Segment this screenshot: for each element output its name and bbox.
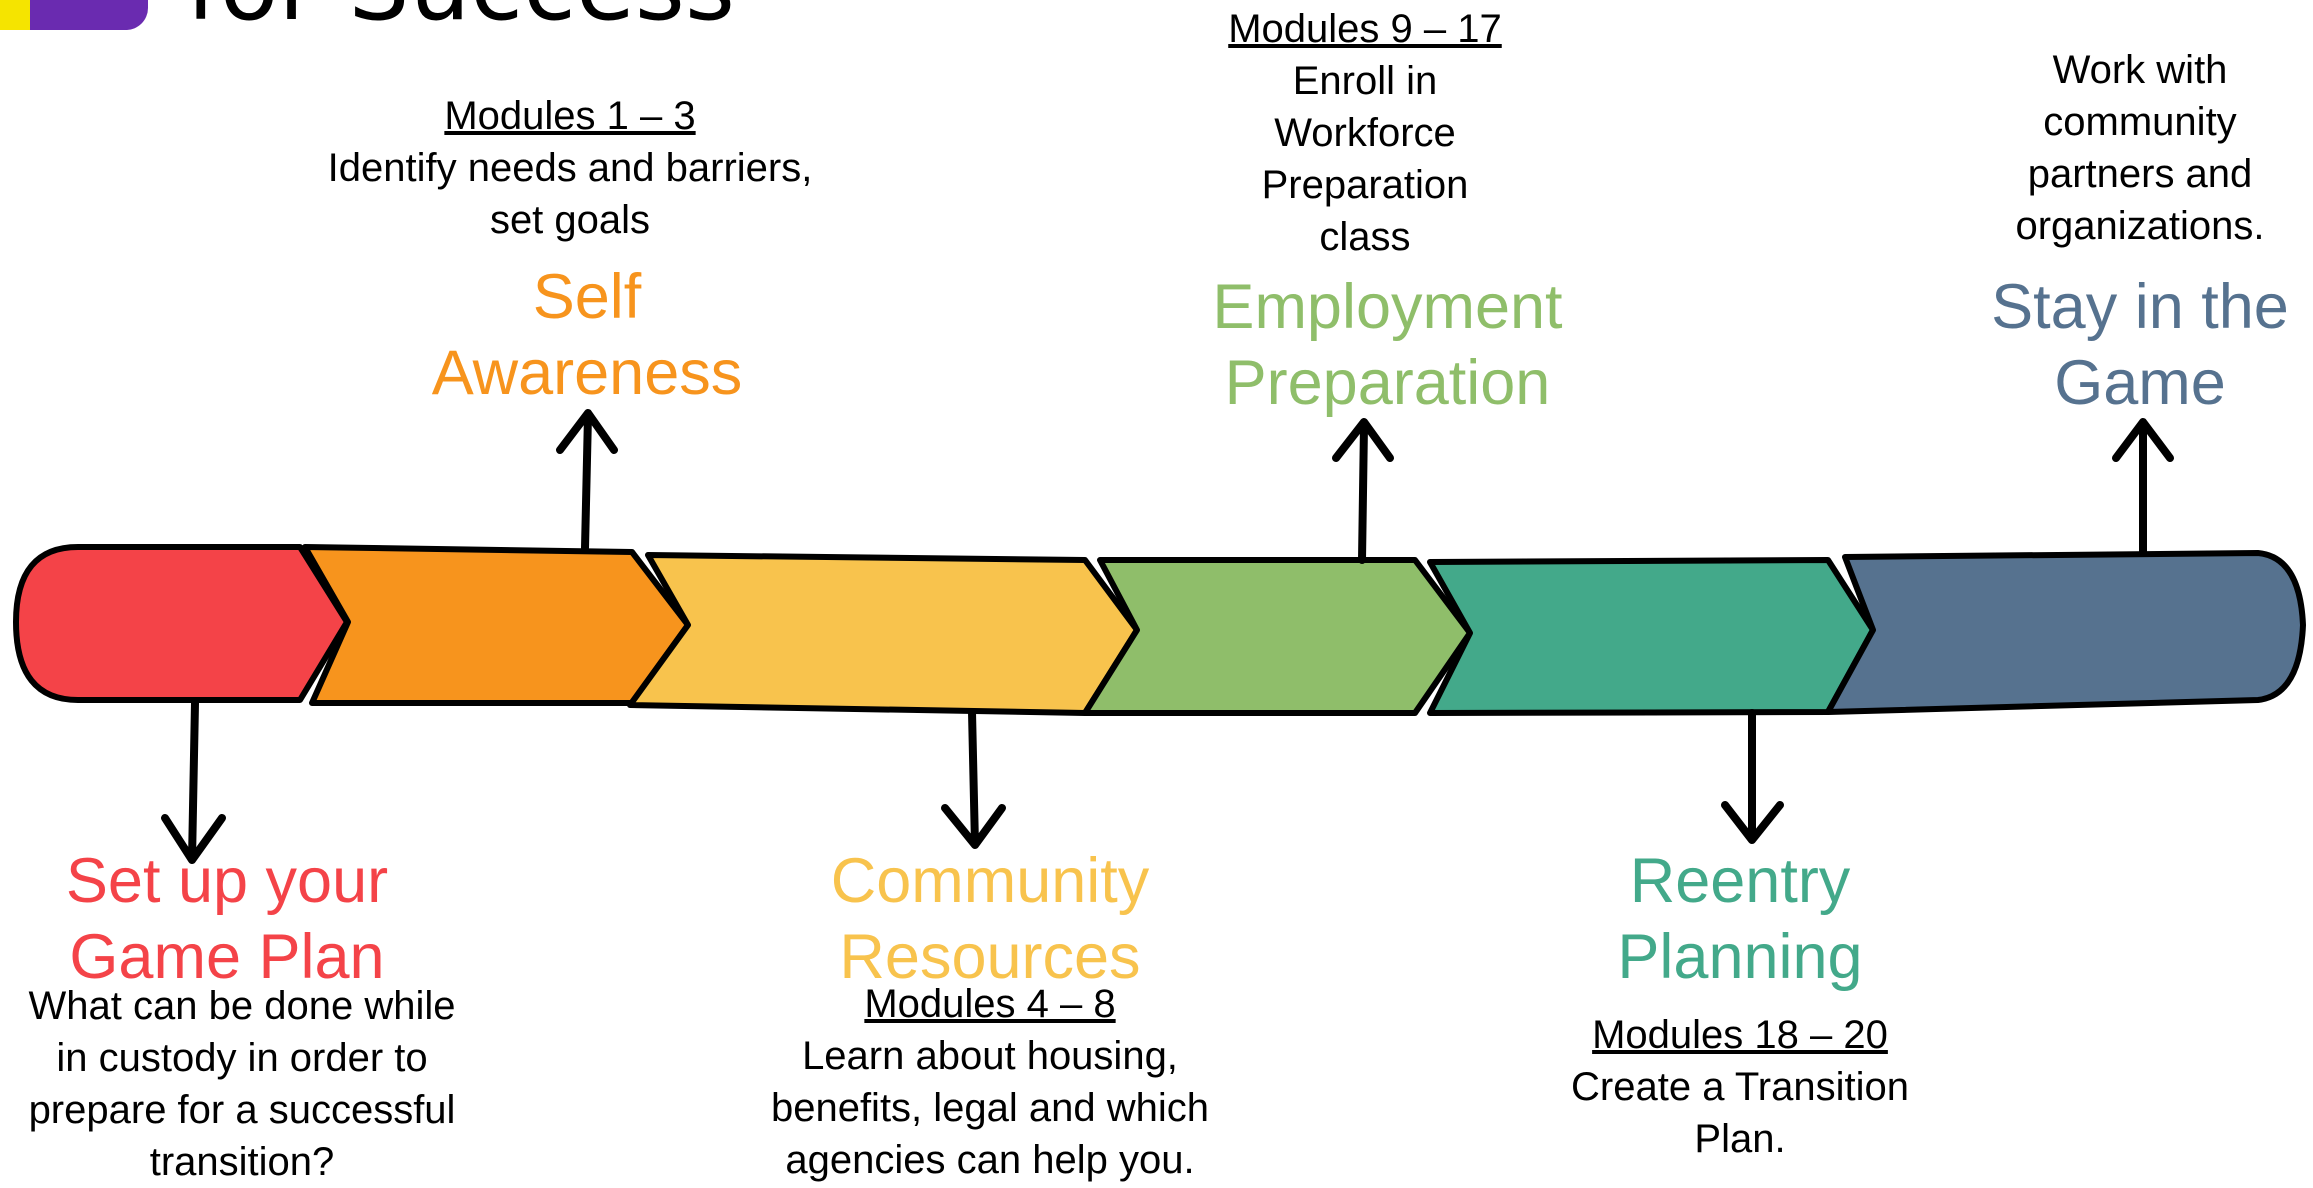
stage-3-description-line: benefits, legal and which [770, 1086, 1210, 1130]
stage-4-description: Modules 9 – 17 Enroll in Workforce Prepa… [1165, 3, 1565, 263]
stage-4-description-line: class [1319, 215, 1411, 259]
connector-arrow-stage-3 [941, 708, 1006, 849]
stage-5-description-line: Plan. [1694, 1117, 1786, 1161]
stage-2-heading: Self Awareness [387, 259, 787, 411]
stage-4-modules: Modules 9 – 17 [1228, 7, 1502, 51]
connector-arrow-stage-2 [556, 409, 618, 552]
stage-6-heading-line-1: Stay in the [1991, 272, 2289, 342]
stage-3-heading-line-2: Resources [839, 922, 1141, 992]
stage-5-shape [1427, 557, 1876, 716]
stage-6-heading: Stay in the Game [1940, 269, 2313, 421]
stage-3-shape [627, 552, 1140, 716]
stage-2-description-line: set goals [489, 198, 651, 242]
stage-2-heading-line-1: Self [532, 262, 642, 332]
stage-4-description-line: Workforce [1274, 111, 1456, 155]
stage-4-heading: Employment Preparation [1165, 269, 1610, 421]
stage-1-shape [13, 544, 350, 703]
stage-6-shape [1825, 550, 2306, 715]
connector-arrow-stage-4 [1332, 418, 1394, 564]
stage-6-description-line: partners and [2027, 152, 2253, 196]
stage-3-heading-line-1: Community [830, 846, 1150, 916]
stage-6-description-line: community [2043, 100, 2237, 144]
stage-5-description: Modules 18 – 20 Create a Transition Plan… [1530, 1009, 1950, 1165]
stage-2-heading-line-2: Awareness [431, 338, 743, 408]
page-title: for Success [186, 0, 735, 34]
stage-2-modules: Modules 1 – 3 [444, 94, 696, 138]
stage-3-description-line: agencies can help you. [785, 1138, 1195, 1182]
stage-1-description-line: in custody in order to [56, 1036, 428, 1080]
stage-1-description-line: transition? [149, 1140, 335, 1184]
stage-4-heading-line-2: Preparation [1224, 348, 1551, 418]
stage-4-heading-line-1: Employment [1212, 272, 1563, 342]
stage-3-modules: Modules 4 – 8 [864, 982, 1116, 1026]
stage-3-description-line: Learn about housing, [802, 1034, 1178, 1078]
stage-1-heading-line-1: Set up your [65, 846, 389, 916]
stage-5-description-line: Create a Transition [1571, 1065, 1909, 1109]
stage-5-heading-line-1: Reentry [1629, 846, 1851, 916]
stage-1-description-line: What can be done while [28, 984, 456, 1028]
stage-6-description-line: Work with [2052, 48, 2228, 92]
stage-3-description: Modules 4 – 8 Learn about housing, benef… [740, 978, 1240, 1186]
logo [0, 0, 148, 30]
stage-2-description: Modules 1 – 3 Identify needs and barrier… [290, 90, 850, 246]
connector-arrow-stage-6 [2112, 418, 2174, 557]
stage-2-shape [302, 544, 691, 706]
stage-4-shape [1082, 557, 1473, 716]
stage-6-heading-line-2: Game [2054, 348, 2226, 418]
stage-4-description-line: Enroll in [1292, 59, 1438, 103]
stage-5-heading-line-2: Planning [1617, 922, 1863, 992]
stage-6-description: Work with community partners and organiz… [1940, 44, 2313, 252]
stage-2-description-line: Identify needs and barriers, [327, 146, 813, 190]
stage-1-heading: Set up your Game Plan [28, 843, 426, 995]
stage-4-description-line: Preparation [1261, 163, 1469, 207]
stage-1-heading-line-2: Game Plan [69, 922, 385, 992]
stage-3-heading: Community Resources [790, 843, 1190, 995]
stage-1-description: What can be done while in custody in ord… [0, 980, 484, 1188]
stage-5-modules: Modules 18 – 20 [1592, 1013, 1888, 1057]
connector-arrow-stage-1 [161, 699, 226, 864]
stage-1-description-line: prepare for a successful [28, 1088, 456, 1132]
connector-arrow-stage-5 [1721, 709, 1784, 844]
stage-6-description-line: organizations. [2015, 204, 2265, 248]
stage-5-heading: Reentry Planning [1540, 843, 1940, 995]
